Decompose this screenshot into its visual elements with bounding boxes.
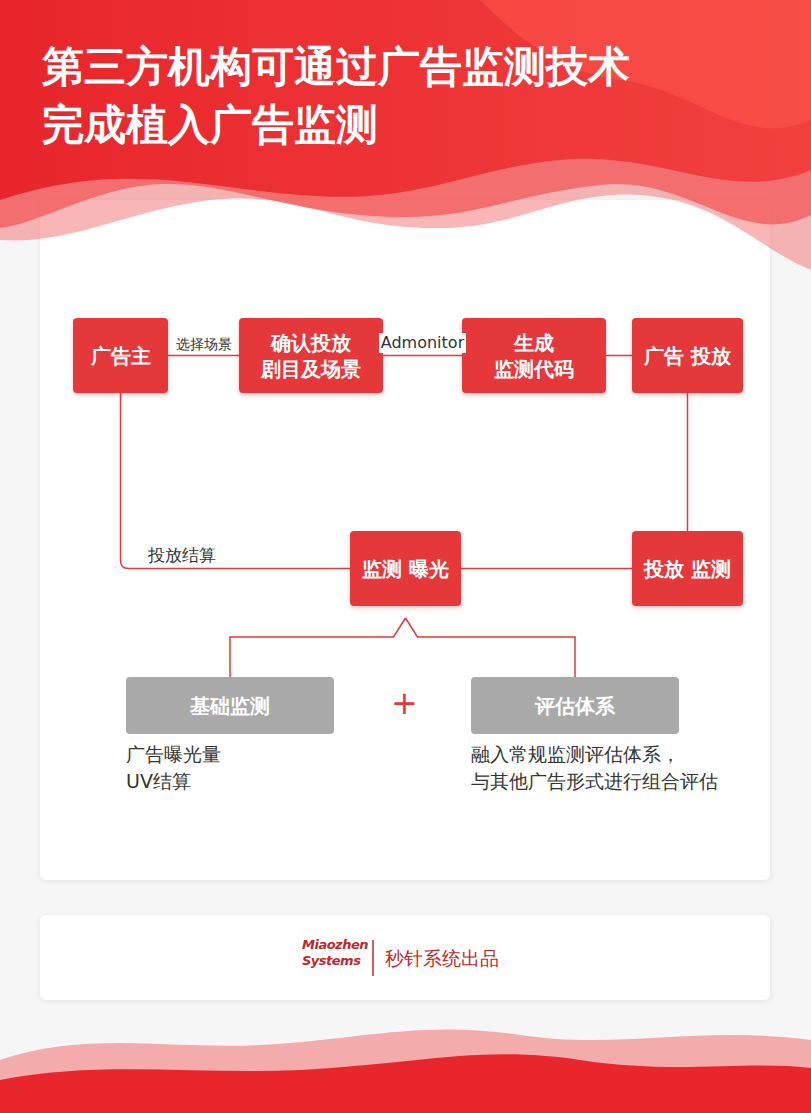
process-box: 监测 曝光	[350, 531, 461, 606]
process-box: 广告主	[73, 318, 168, 393]
connector	[168, 355, 239, 357]
box-label: 评估体系	[535, 693, 615, 719]
note-text: 广告曝光量 UV结算	[126, 741, 240, 795]
edge-label: 投放结算	[146, 545, 218, 566]
connector	[461, 568, 632, 570]
process-box: 广告 投放	[632, 318, 743, 393]
connector	[606, 355, 632, 357]
box-label: 确认投放 剧目及场景	[251, 330, 371, 382]
process-box: 投放 监测	[632, 531, 743, 606]
logo-divider	[372, 940, 374, 976]
process-box: 确认投放 剧目及场景	[239, 318, 383, 393]
box-label: 投放 监测	[644, 556, 731, 582]
plus-sign: +	[391, 684, 418, 722]
note-text: 融入常规监测评估体系， 与其他广告形式进行组合评估	[471, 741, 723, 795]
page-title: 第三方机构可通过广告监测技术 完成植入广告监测	[42, 38, 742, 154]
box-label: 基础监测	[190, 693, 270, 719]
connector	[121, 393, 351, 569]
box-label: 广告主	[91, 343, 151, 369]
edge-label: Admonitor	[379, 333, 466, 353]
category-box: 基础监测	[126, 677, 334, 734]
connector	[406, 618, 576, 677]
brand-credit: 秒针系统出品	[385, 946, 499, 970]
connector	[687, 393, 689, 531]
box-label: 生成 监测代码	[474, 330, 594, 382]
connector	[230, 618, 406, 677]
brand-logo: Miaozhen Systems	[302, 937, 362, 969]
process-box: 生成 监测代码	[462, 318, 606, 393]
category-box: 评估体系	[471, 677, 679, 734]
connector	[383, 355, 462, 357]
box-label: 监测 曝光	[362, 556, 449, 582]
edge-label: 选择场景	[174, 335, 234, 353]
box-label: 广告 投放	[644, 343, 731, 369]
